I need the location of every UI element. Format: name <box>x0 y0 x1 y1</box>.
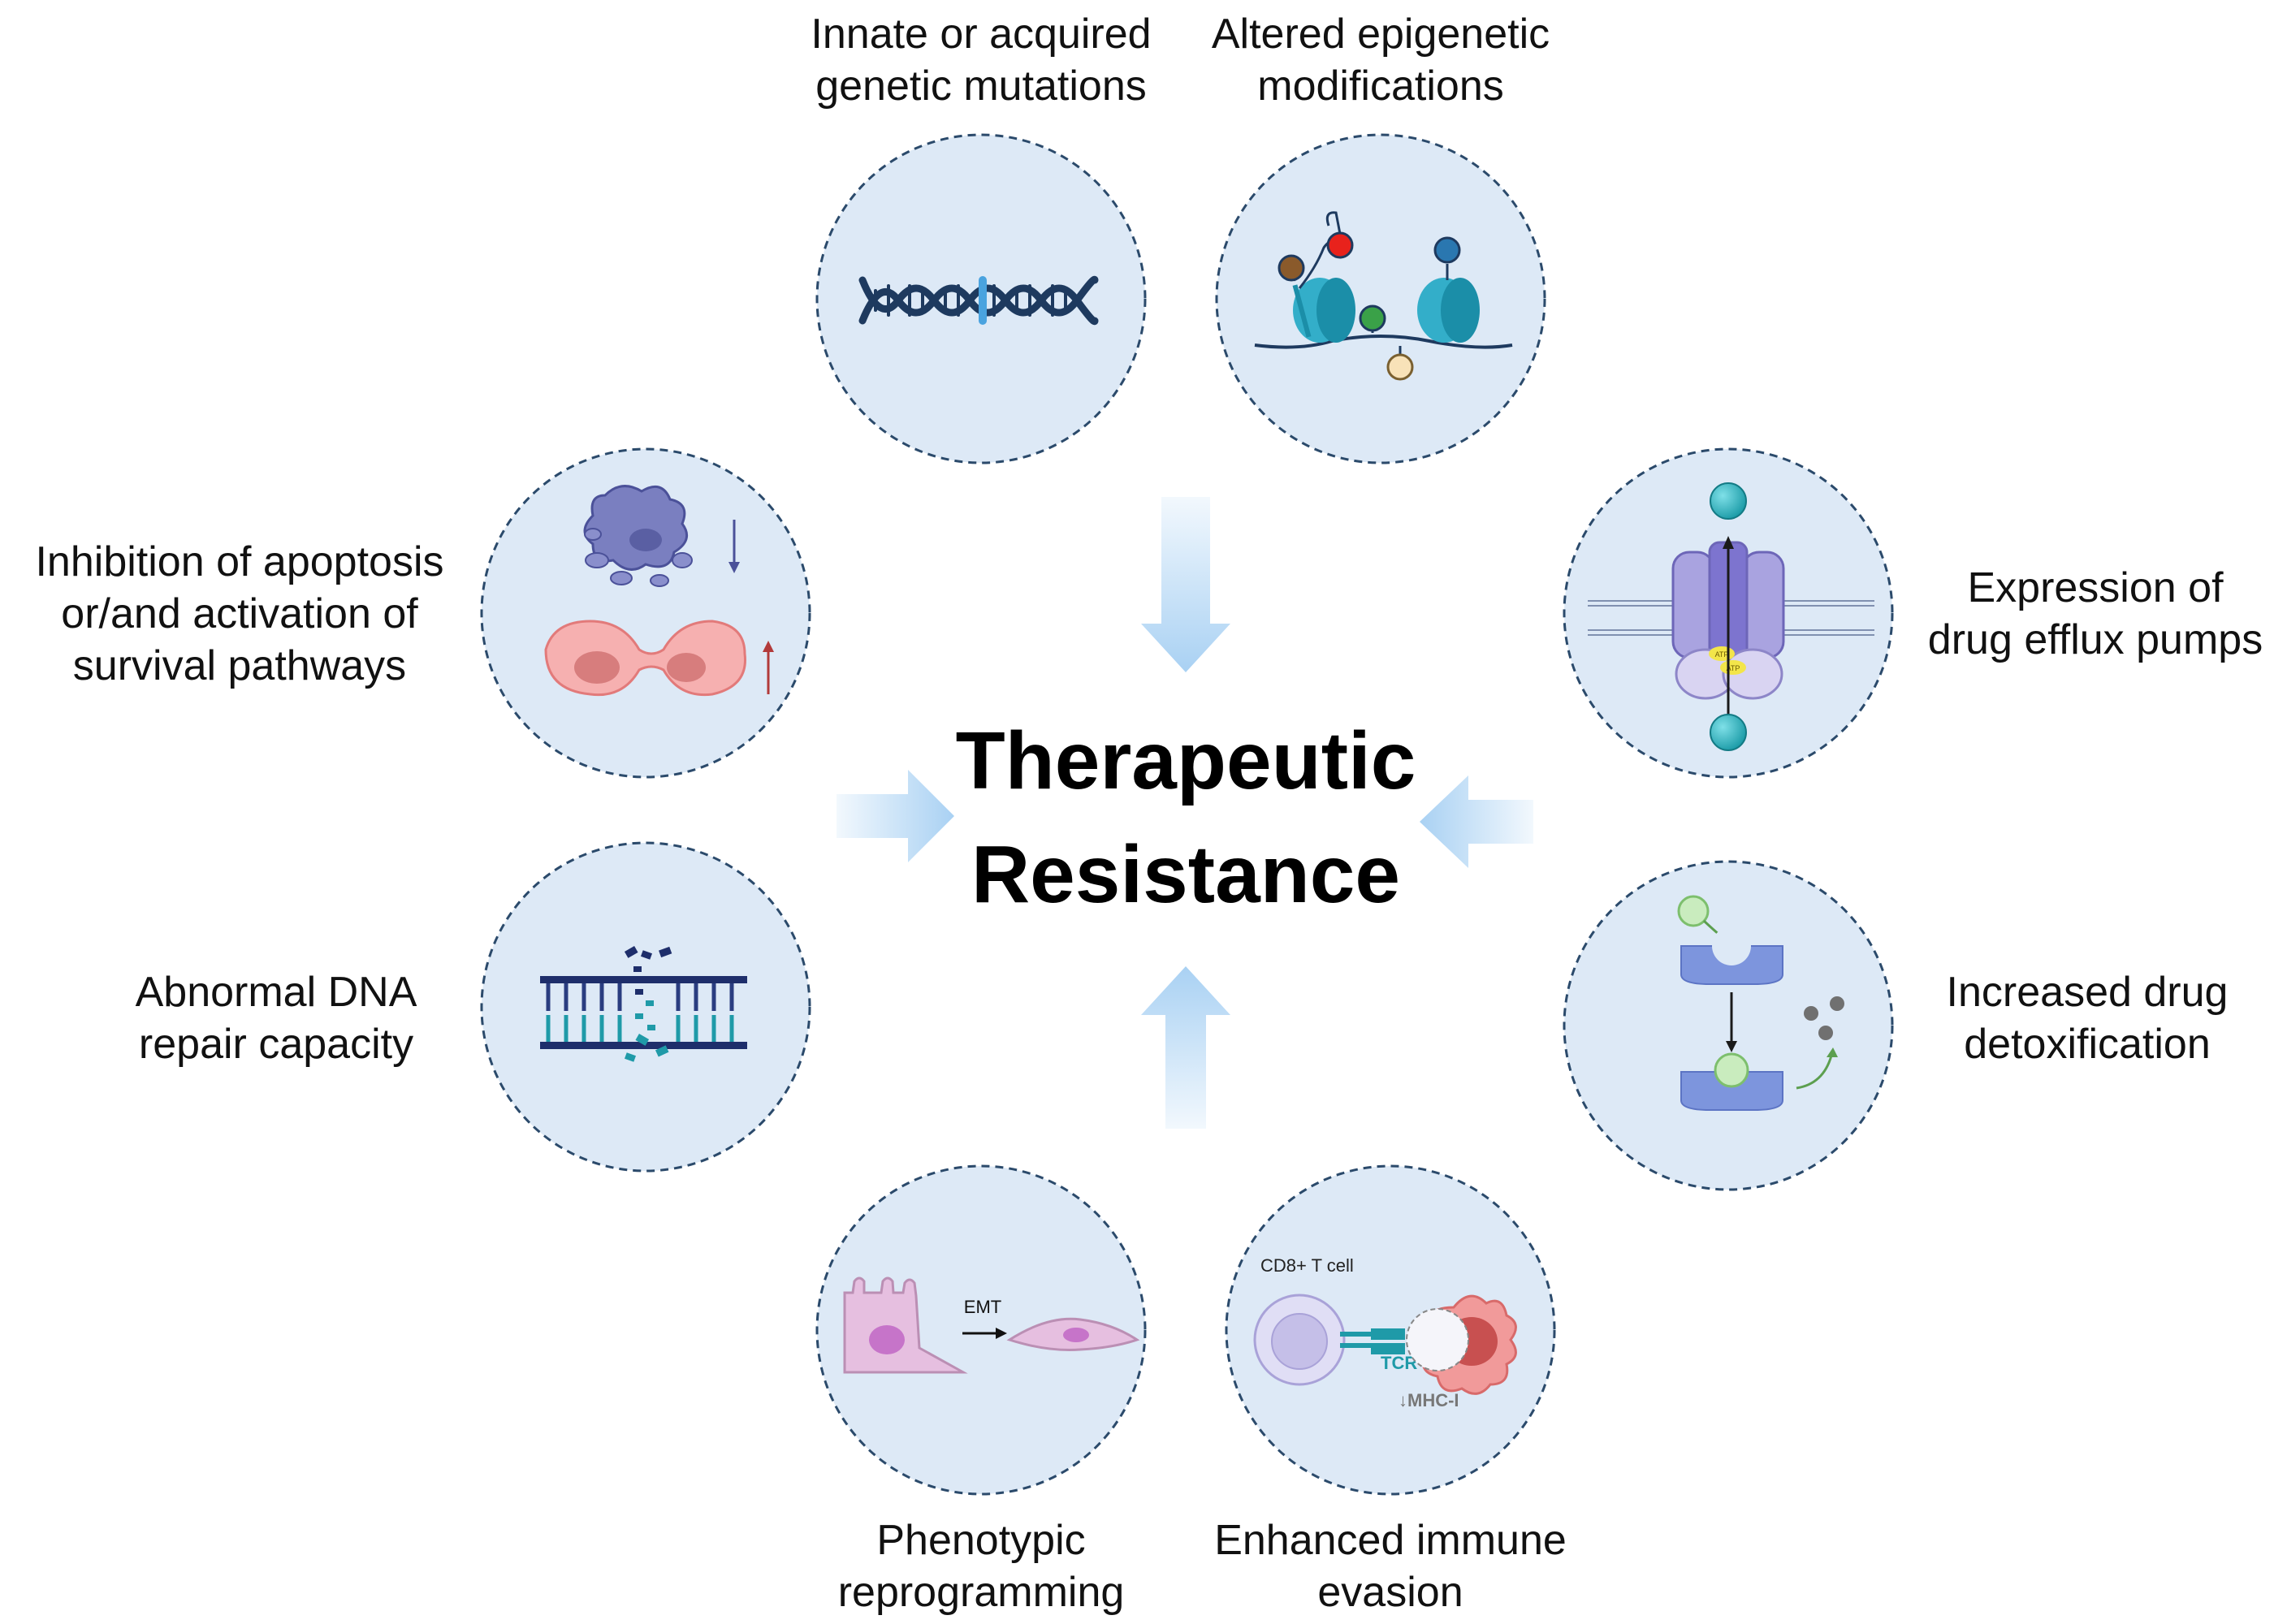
arrow-up <box>1141 966 1230 1129</box>
arrow-left <box>1420 775 1533 868</box>
label-immune: Enhanced immune evasion <box>1214 1517 1567 1616</box>
label-apoptosis: Inhibition of apoptosis or/and activatio… <box>35 538 444 689</box>
apoptosis-icon <box>544 485 774 697</box>
emt-icon: EMT <box>843 1276 1140 1374</box>
label-mutations: Innate or acquired genetic mutations <box>811 11 1152 110</box>
circle-phenotypic <box>815 1164 1147 1496</box>
circle-epigenetic <box>1215 133 1546 464</box>
circle-detox <box>1563 860 1894 1191</box>
mhc-label: ↓MHC-I <box>1399 1390 1459 1410</box>
efflux-pump-icon: ATP ATP <box>1588 482 1874 751</box>
arrow-down <box>1141 497 1230 672</box>
immune-evasion-icon: CD8+ T cell TCR ↓MHC-I <box>1253 1255 1517 1410</box>
atp-label: ATP <box>1727 664 1740 672</box>
label-phenotypic: Phenotypic reprogramming <box>837 1517 1125 1616</box>
nucleosome-icon <box>1254 211 1513 381</box>
emt-label: EMT <box>964 1297 1001 1317</box>
circle-apoptosis <box>480 447 811 779</box>
circle-dna-repair <box>480 841 811 1173</box>
center-title-line1: Therapeutic <box>955 715 1416 806</box>
center-title-line2: Resistance <box>971 829 1401 920</box>
dna-helix-icon <box>858 275 1099 326</box>
atp-label: ATP <box>1715 650 1729 659</box>
dna-repair-icon <box>540 946 747 1062</box>
label-detox: Increased drug detoxification <box>1946 969 2229 1068</box>
arrow-right <box>837 770 954 862</box>
label-efflux: Expression of drug efflux pumps <box>1927 564 2263 663</box>
tcr-label: TCR <box>1381 1353 1417 1373</box>
label-dna-repair: Abnormal DNA repair capacity <box>135 969 417 1068</box>
cd8-t-cell-label: CD8+ T cell <box>1260 1255 1354 1276</box>
detox-icon <box>1677 895 1844 1111</box>
label-epigenetic: Altered epigenetic modifications <box>1211 11 1550 110</box>
